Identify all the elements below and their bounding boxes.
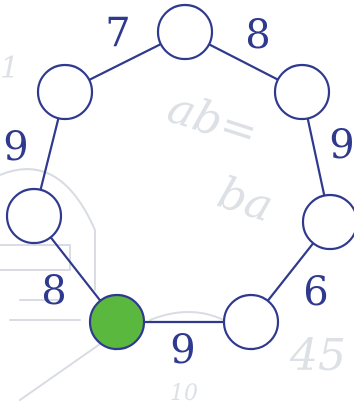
node-circle-n2[interactable] [275, 65, 329, 119]
edge-label-n6-n7: 9 [3, 124, 28, 170]
background-digits: 45 [289, 330, 346, 381]
node-circle-n6[interactable] [7, 189, 61, 243]
node-circle-n3[interactable] [303, 195, 354, 249]
background-number: 10 [170, 381, 198, 406]
highlighted-node-circle[interactable] [90, 295, 144, 349]
background-formula-right: ba [212, 167, 280, 232]
background-digit: 1 [0, 51, 19, 86]
edge-label-n4-n5: 9 [170, 327, 195, 373]
edge-label-n3-n4: 6 [303, 269, 328, 315]
edge-label-n2-n3: 9 [329, 122, 354, 168]
node-circle-n7[interactable] [38, 65, 92, 119]
edge-label-n5-n6: 8 [41, 268, 66, 314]
node-circle-n4[interactable] [224, 295, 278, 349]
background-formula-left: ab= [162, 82, 265, 159]
node-circle-n1[interactable] [158, 5, 212, 59]
edge-label-n1-n2: 8 [245, 12, 270, 58]
edge-label-n7-n1: 7 [105, 10, 130, 56]
